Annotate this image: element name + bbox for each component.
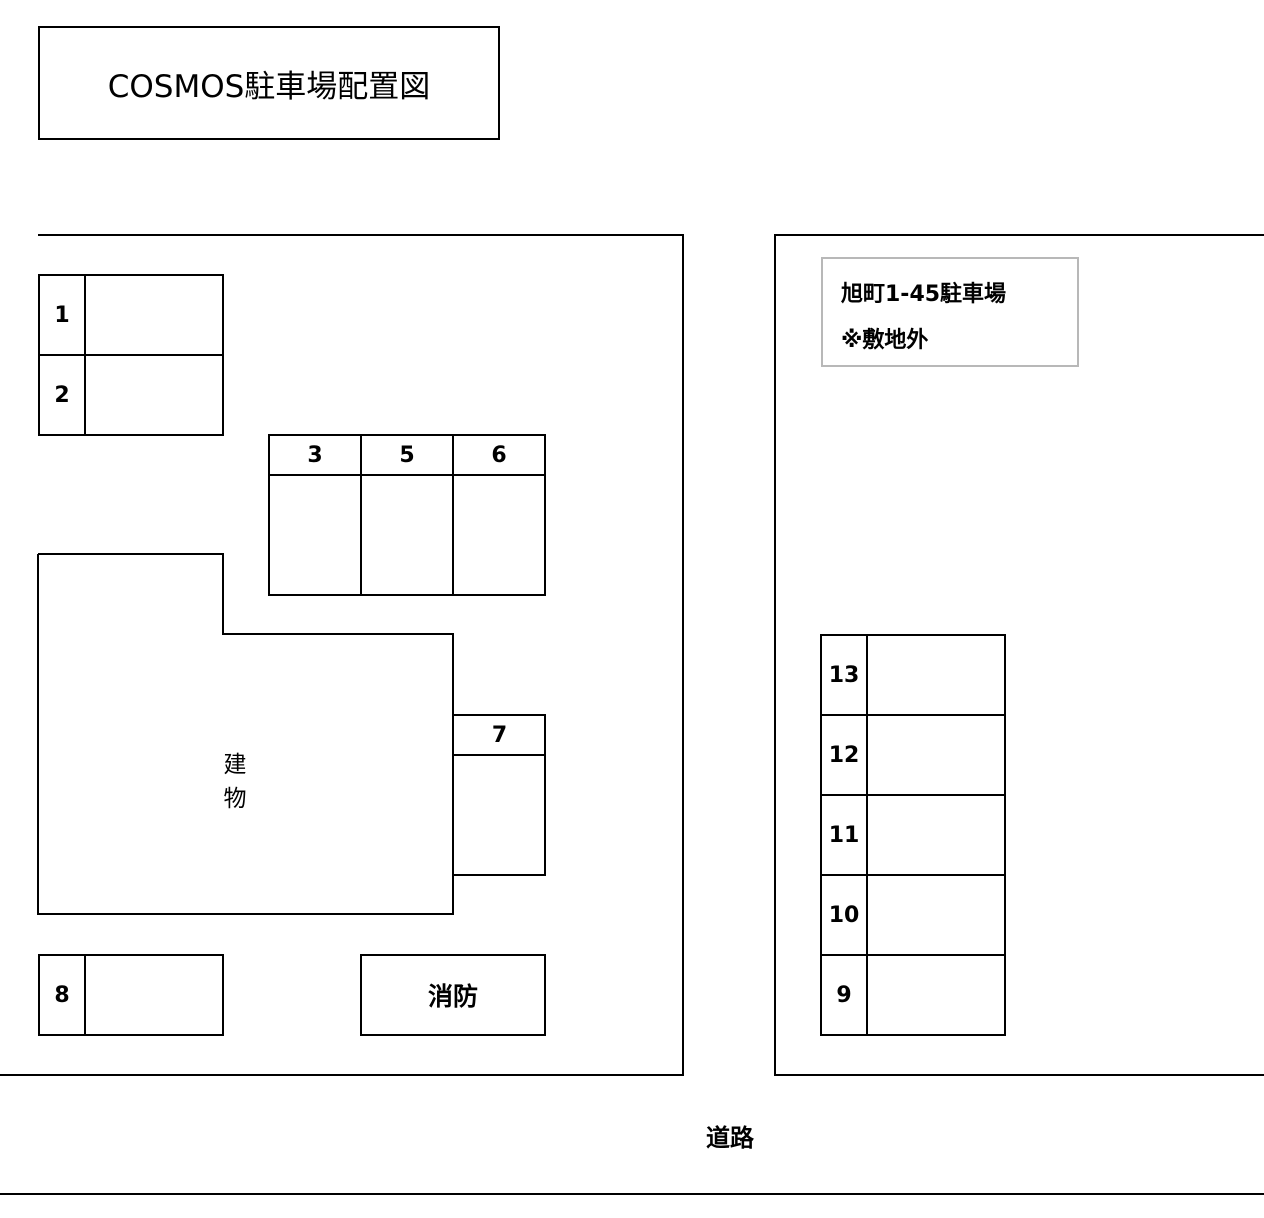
fire-lane-box: 消防 [360, 954, 546, 1036]
stall-divider [820, 954, 1006, 956]
stall-group-3-5-6 [268, 434, 546, 596]
stall-divider [268, 474, 546, 476]
stall-number-13: 13 [828, 662, 860, 688]
annex-lot-boundary [774, 234, 1264, 1076]
diagram-title: COSMOS駐車場配置図 [38, 26, 500, 140]
stall-number-3: 3 [307, 442, 323, 468]
stall-number-12: 12 [828, 742, 860, 768]
stall-number-5: 5 [399, 442, 415, 468]
stall-number-1: 1 [54, 302, 70, 328]
building-label: 建 物 [223, 752, 330, 812]
stall-divider [360, 434, 362, 596]
annex-note-box: 旭町1-45駐車場 ※敷地外 [821, 257, 1079, 367]
annex-name: 旭町1-45駐車場 [841, 282, 1007, 307]
stall-divider [820, 714, 1006, 716]
stall-number-11: 11 [828, 822, 860, 848]
stall-group-9-13 [820, 634, 1006, 1036]
stall-number-6: 6 [491, 442, 507, 468]
stall-number-9: 9 [836, 982, 852, 1008]
road-label: 道路 [706, 1124, 754, 1152]
stall-number-10: 10 [828, 902, 860, 928]
stall-number-8: 8 [54, 982, 70, 1008]
stall-divider [38, 354, 224, 356]
stall-divider [452, 434, 454, 596]
stall-divider [820, 874, 1006, 876]
annex-offsite-note: ※敷地外 [841, 328, 929, 353]
stall-number-2: 2 [54, 382, 70, 408]
stall-divider [820, 794, 1006, 796]
road-edge-line [0, 1193, 1264, 1195]
stall-7 [453, 714, 546, 876]
stall-divider [866, 634, 868, 1036]
main-lot-boundary [38, 234, 684, 1076]
stall-number-7: 7 [491, 722, 508, 748]
stall-8 [38, 954, 224, 1036]
main-lot-bottom-edge [0, 1074, 40, 1076]
stall-divider [453, 754, 546, 756]
stall-divider [84, 954, 86, 1036]
